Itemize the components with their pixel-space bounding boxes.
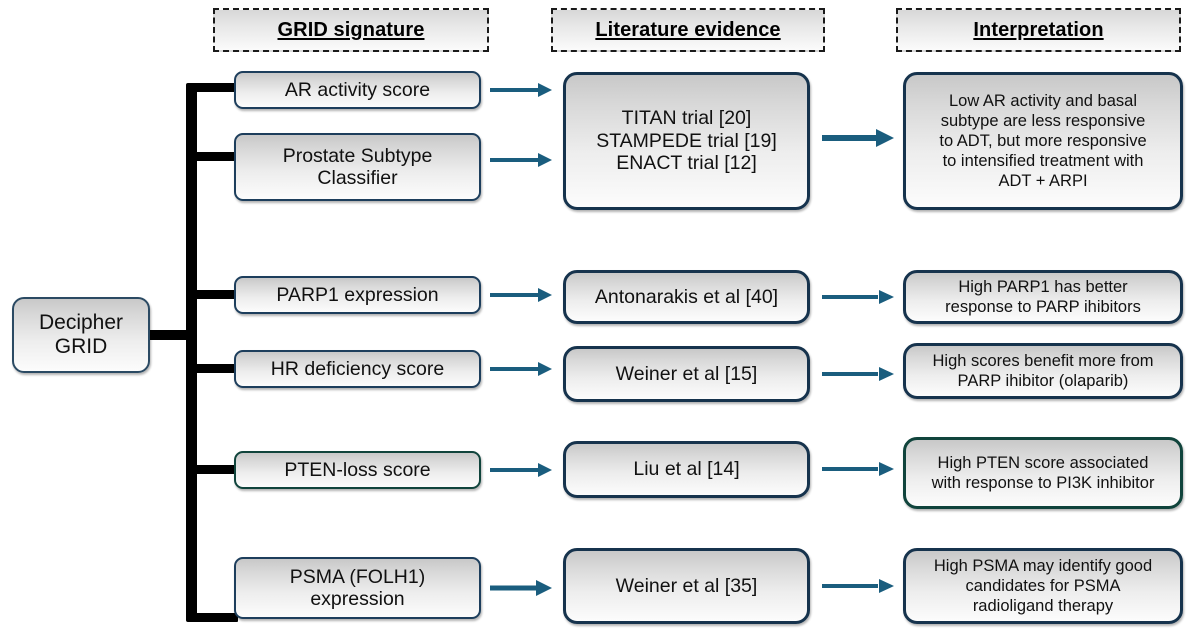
node-literature-weiner-35[interactable]: Weiner et al [35] [563, 548, 810, 624]
node-signature-ar-activity-score[interactable]: AR activity score [234, 71, 481, 109]
bracket-branch-3 [190, 290, 238, 299]
node-literature-antonarakis[interactable]: Antonarakis et al [40] [563, 270, 810, 324]
node-signature-parp1-expression-label: PARP1 expression [276, 283, 439, 306]
node-literature-weiner-15[interactable]: Weiner et al [15] [563, 346, 810, 402]
arrow-right-icon-sig-hrd [490, 361, 552, 377]
arrow-right-icon-lit-antonarakis [822, 289, 894, 305]
node-signature-psma-folh1-expression[interactable]: PSMA (FOLH1)expression [234, 557, 481, 619]
column-header-literature-evidence-label: Literature evidence [595, 18, 781, 41]
node-literature-weiner-35-label: Weiner et al [35] [615, 574, 758, 597]
node-signature-parp1-expression[interactable]: PARP1 expression [234, 276, 481, 314]
column-header-grid-signature: GRID signature [213, 8, 489, 52]
node-signature-hr-deficiency-score[interactable]: HR deficiency score [234, 350, 481, 388]
node-literature-trials[interactable]: TITAN trial [20]STAMPEDE trial [19]ENACT… [563, 72, 810, 210]
node-signature-psma-folh1-expression-label: PSMA (FOLH1)expression [289, 565, 426, 610]
node-signature-ar-activity-score-label: AR activity score [284, 78, 431, 101]
bracket-stem [150, 330, 194, 340]
node-signature-hr-deficiency-score-label: HR deficiency score [270, 357, 445, 380]
bracket-branch-6 [190, 613, 238, 622]
column-header-interpretation: Interpretation [896, 8, 1181, 52]
arrow-right-icon-sig-subtype [490, 152, 552, 168]
node-literature-trials-label: TITAN trial [20]STAMPEDE trial [19]ENACT… [596, 107, 777, 175]
node-literature-liu-14[interactable]: Liu et al [14] [563, 441, 810, 498]
bracket-branch-2 [190, 152, 238, 161]
column-header-interpretation-label: Interpretation [973, 18, 1104, 41]
node-literature-antonarakis-label: Antonarakis et al [40] [594, 285, 779, 308]
bracket-branch-4 [190, 364, 238, 373]
node-literature-liu-14-label: Liu et al [14] [633, 458, 740, 481]
arrow-right-icon-lit-trials [822, 129, 894, 147]
arrow-right-icon-sig-psma [490, 579, 552, 597]
bracket-branch-5 [190, 465, 238, 474]
arrow-right-icon-lit-weiner15 [822, 366, 894, 382]
column-header-grid-signature-label: GRID signature [277, 18, 425, 41]
arrow-right-icon-sig-parp1 [490, 287, 552, 303]
bracket-branch-1 [190, 83, 238, 92]
arrow-right-icon-sig-pten [490, 462, 552, 478]
arrow-right-icon-lit-weiner35 [822, 578, 894, 594]
bracket-spine [186, 83, 197, 622]
column-header-literature-evidence: Literature evidence [551, 8, 825, 52]
arrow-right-icon-sig-ar [490, 82, 552, 98]
node-signature-pten-loss-score[interactable]: PTEN-loss score [234, 451, 481, 489]
node-signature-pten-loss-score-label: PTEN-loss score [284, 458, 431, 481]
node-literature-weiner-15-label: Weiner et al [15] [615, 362, 758, 385]
arrow-right-icon-lit-liu [822, 461, 894, 477]
